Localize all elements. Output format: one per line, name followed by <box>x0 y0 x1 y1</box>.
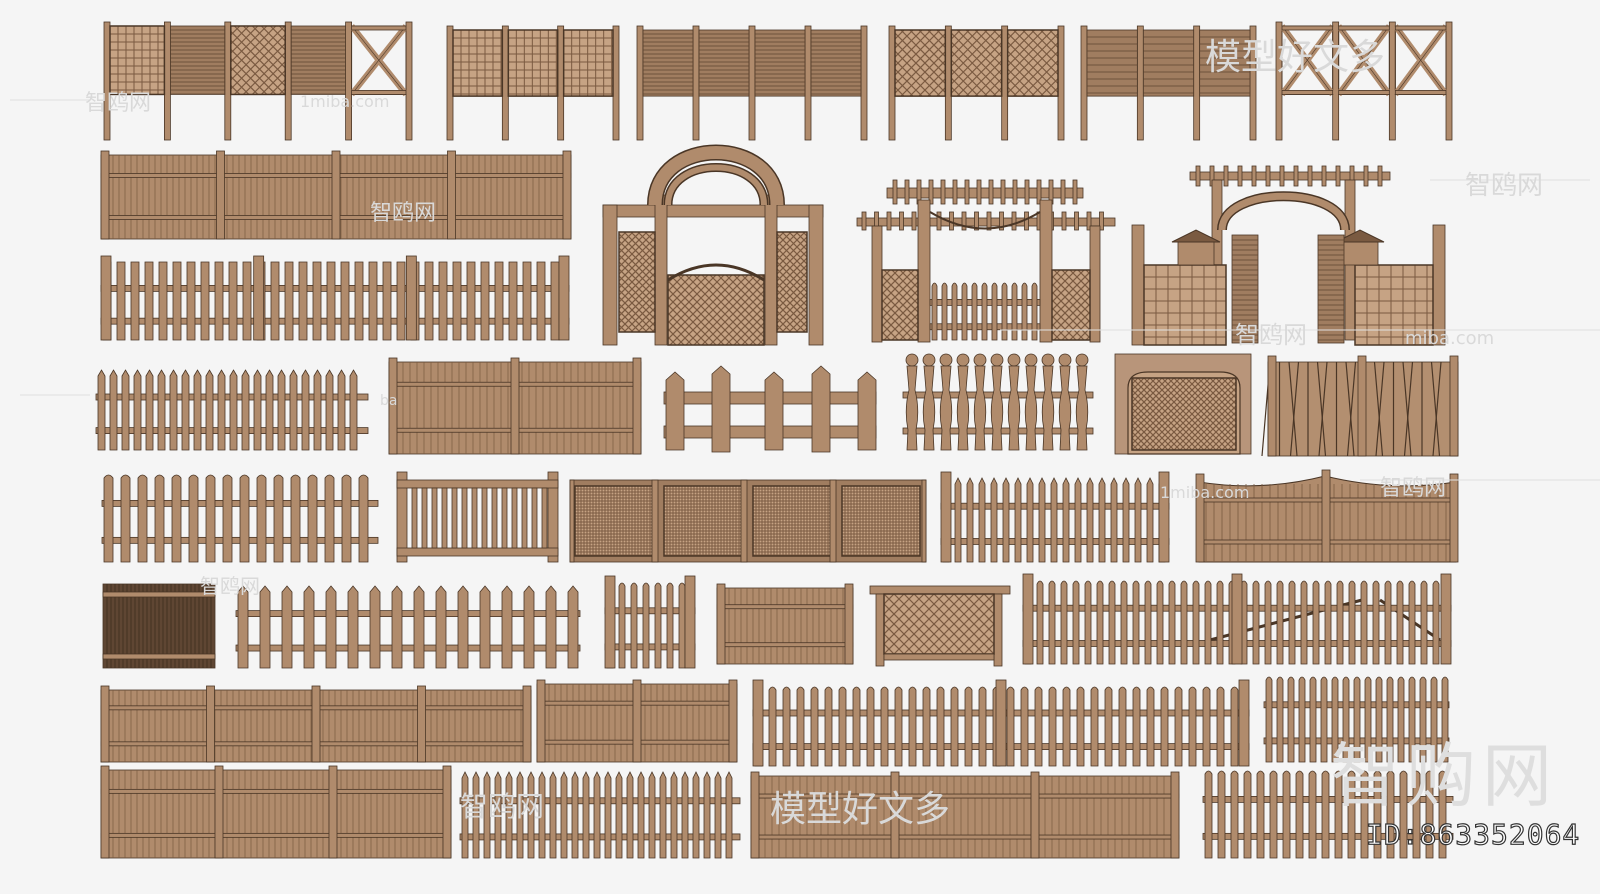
board-fence-tall <box>100 150 572 240</box>
board-fence-three-posts <box>388 357 642 455</box>
lattice-panel-framed <box>869 585 1011 667</box>
baluster-rail-fence <box>396 471 559 563</box>
dark-slat-panel <box>102 583 216 669</box>
rustic-rail-fence <box>663 365 877 453</box>
board-fence-scalloped-posts <box>100 685 532 763</box>
pergola-gate <box>856 179 1116 343</box>
arched-lattice-gate <box>602 144 824 346</box>
screen-fence-lattice <box>888 25 1065 141</box>
screen-fence-cross <box>1275 21 1453 141</box>
board-fence-bottom-long <box>750 771 1180 859</box>
picket-gate-small <box>604 575 696 669</box>
scalloped-board-fence <box>1195 469 1459 563</box>
picket-fence-bottom-right <box>1202 770 1454 859</box>
screen-fence-board <box>1080 25 1257 141</box>
rustic-crossed-fence <box>1261 355 1459 457</box>
picket-fence-wide-pointed <box>235 585 581 669</box>
board-fence-bottom-left <box>100 765 452 859</box>
picket-fence-flat-posts <box>100 255 570 341</box>
woven-panel-fence <box>569 479 927 563</box>
pergola-lantern-gate <box>1131 165 1446 346</box>
picket-fence-rounded <box>101 474 379 563</box>
baluster-fence <box>902 353 1094 451</box>
pergola-gate-doors <box>929 282 1041 341</box>
screen-fence-louver <box>636 25 868 141</box>
board-gate-small <box>716 583 854 665</box>
screen-fence-grid <box>446 25 620 141</box>
picket-fence-posts-pointed <box>940 471 1170 563</box>
picket-fence-tall-rounded <box>1263 676 1450 763</box>
picket-fence-pointed <box>95 369 369 451</box>
lattice-arch-panel <box>1114 353 1252 455</box>
board-fence-short <box>536 679 738 763</box>
image-id-label: ID:863352064 <box>1365 817 1581 851</box>
picket-fence-bottom-pointed <box>459 771 741 859</box>
screen-fence-mixed <box>103 21 413 141</box>
picket-fence-long-gate <box>1022 573 1452 665</box>
picket-fence-long-rounded <box>752 679 1250 767</box>
